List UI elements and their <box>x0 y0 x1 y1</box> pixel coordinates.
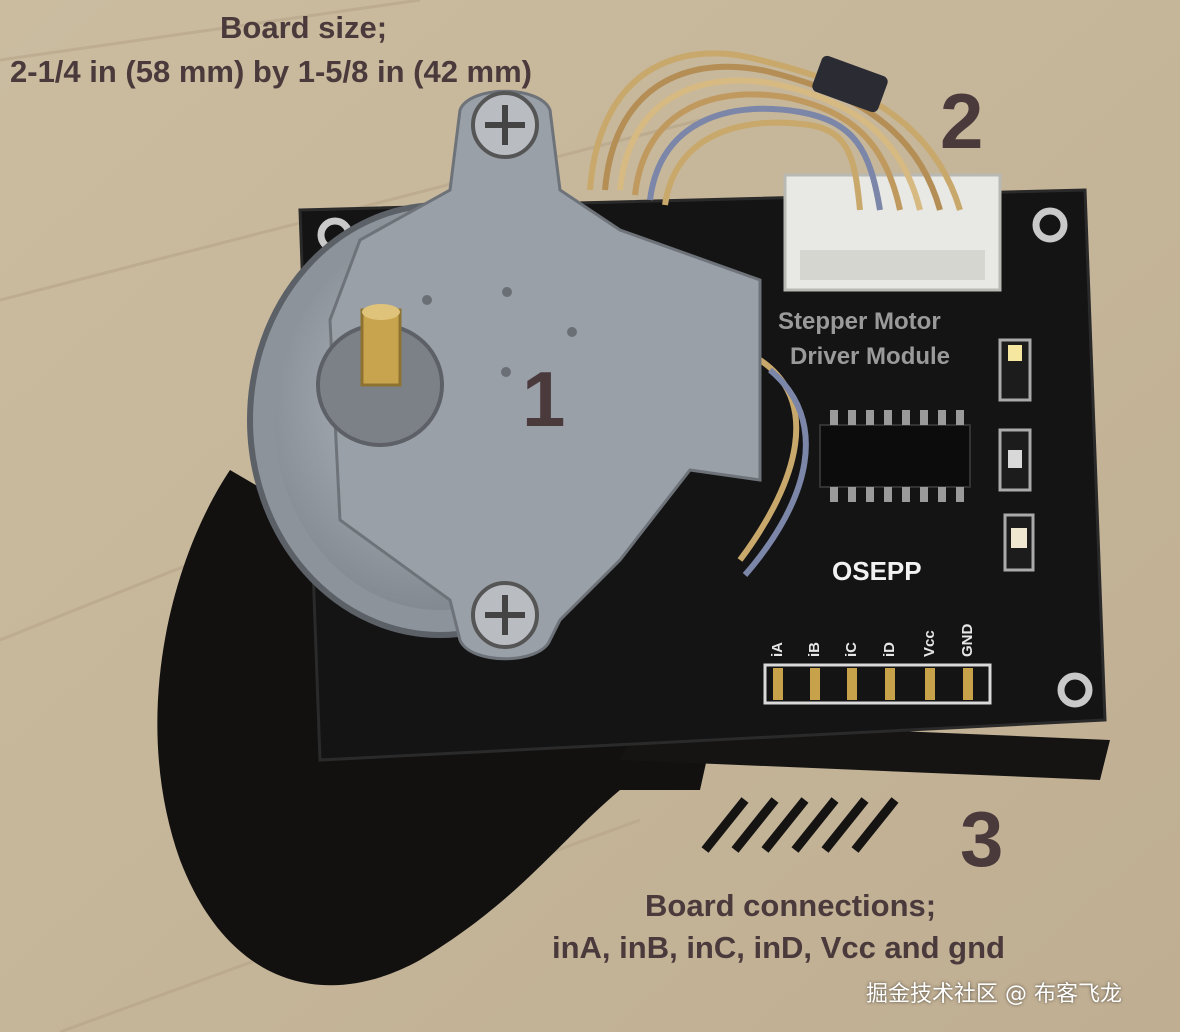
pin-label-vcc: Vcc <box>921 630 938 657</box>
board-size-dimensions: 2-1/4 in (58 mm) by 1-5/8 in (42 mm) <box>10 54 533 89</box>
connections-list: inA, inB, inC, inD, Vcc and gnd <box>552 930 1005 965</box>
screws <box>471 91 539 649</box>
motor-shaft <box>316 304 444 447</box>
pin-label-ic: iC <box>843 642 860 657</box>
pin-label-id: iD <box>881 642 898 657</box>
motor-wires <box>587 50 963 577</box>
board-brand: OSEPP <box>832 556 922 586</box>
wire-sleeve <box>812 55 888 113</box>
header-pins <box>773 668 973 700</box>
pin-label-ib: iB <box>806 642 823 657</box>
pin-label-gnd: GND <box>959 623 976 657</box>
chip-pins <box>830 410 964 502</box>
board-silkscreen-line-2: Driver Module <box>790 343 951 370</box>
label-pins-3: 3 <box>960 795 1004 883</box>
connections-title: Board connections; <box>645 888 937 923</box>
label-connector-2: 2 <box>940 77 984 165</box>
watermark: 掘金技术社区 @ 布客飞龙 <box>866 982 1122 1007</box>
board-size-title: Board size; <box>220 10 388 45</box>
pin-label-ia: iA <box>769 642 786 657</box>
smd-components <box>998 338 1035 572</box>
pin-shadows <box>701 797 899 853</box>
label-motor-1: 1 <box>522 355 566 443</box>
driver-chip <box>819 424 971 488</box>
board-silkscreen-line-1: Stepper Motor <box>778 308 941 335</box>
